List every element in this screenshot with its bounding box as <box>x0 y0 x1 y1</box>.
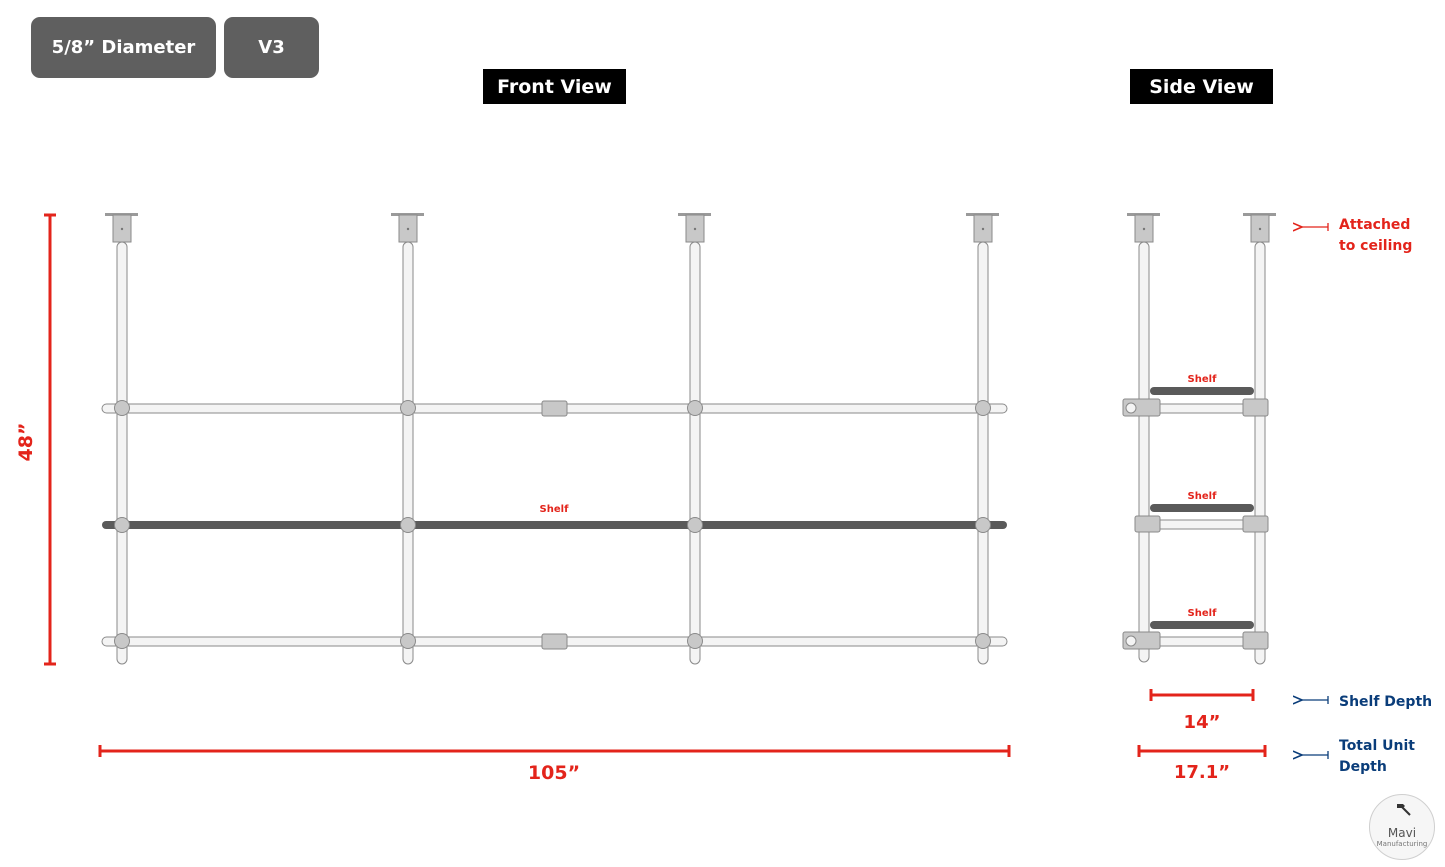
front-view-title: Front View <box>483 69 626 104</box>
side-shelf-label-bottom: Shelf <box>1188 608 1218 619</box>
mavi-logo: Mavi Manufacturing <box>1369 794 1435 860</box>
diameter-label: 5/8” Diameter <box>51 37 196 58</box>
logo-subtitle: Manufacturing <box>1376 840 1428 848</box>
side-fittings <box>1122 398 1269 650</box>
side-view-drawing <box>1122 213 1276 665</box>
front-post-1 <box>105 213 138 665</box>
logo-name: Mavi <box>1387 826 1417 840</box>
front-joints <box>114 400 991 650</box>
shelf-depth-annotation: Shelf Depth <box>1339 694 1432 710</box>
shelf-depth-dimension-label: 14” <box>1184 712 1221 733</box>
side-view-title-text: Side View <box>1149 75 1254 98</box>
front-post-2 <box>391 213 424 665</box>
front-middle-shelf <box>102 521 1007 529</box>
height-dimension-line <box>44 213 56 666</box>
side-post-2 <box>1254 241 1266 665</box>
height-dimension-label: 48” <box>15 423 37 462</box>
front-post-4 <box>966 213 999 665</box>
side-shelf-middle <box>1150 504 1254 512</box>
version-label: V3 <box>258 37 285 58</box>
diameter-tag: 5/8” Diameter <box>31 17 216 78</box>
ceiling-label-line2: to ceiling <box>1339 238 1412 254</box>
total-depth-dimension-label: 17.1” <box>1174 762 1230 783</box>
front-view-drawing <box>101 213 1008 665</box>
width-dimension-line <box>98 745 1011 757</box>
side-ceiling-mount-1 <box>1127 213 1160 243</box>
front-shelf-label: Shelf <box>540 504 570 515</box>
total-depth-annotation-line1: Total Unit <box>1339 738 1415 754</box>
front-post-3 <box>678 213 711 665</box>
side-shelf-top <box>1150 387 1254 395</box>
front-view-title-text: Front View <box>497 75 612 98</box>
shelf-depth-dimension-line <box>1149 689 1255 701</box>
side-post-1 <box>1138 241 1150 663</box>
total-depth-dimension-line <box>1137 745 1267 757</box>
version-tag: V3 <box>224 17 319 78</box>
side-shelf-label-middle: Shelf <box>1188 491 1218 502</box>
side-shelf-bottom <box>1150 621 1254 629</box>
side-view-title: Side View <box>1130 69 1273 104</box>
ceiling-label-line1: Attached <box>1339 217 1410 233</box>
width-dimension-label: 105” <box>528 762 580 784</box>
total-depth-annotation-line2: Depth <box>1339 759 1387 775</box>
side-ceiling-mount-2 <box>1243 213 1276 243</box>
side-shelf-label-top: Shelf <box>1188 374 1218 385</box>
hammer-icon <box>1397 804 1411 816</box>
